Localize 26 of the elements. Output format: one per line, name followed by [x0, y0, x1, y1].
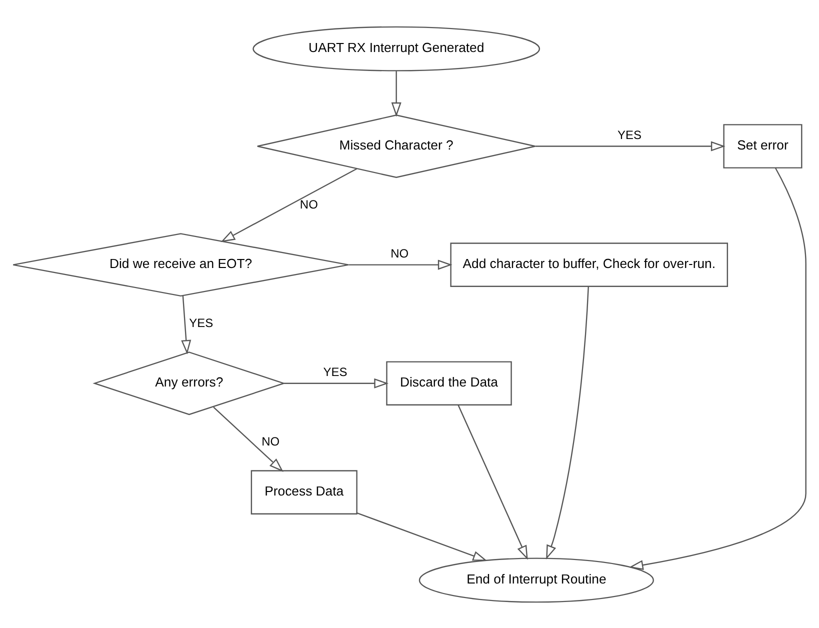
- node-box: Set error: [723, 124, 802, 168]
- arrow: [284, 378, 389, 388]
- edge-label: YES: [323, 364, 348, 379]
- node-box: Discard the Data: [386, 360, 512, 405]
- node-box: Process Data: [250, 470, 358, 514]
- arrow: [348, 259, 452, 270]
- edge-label: NO: [262, 434, 280, 448]
- arrow: [458, 404, 528, 560]
- node-diamond: Any errors?: [92, 351, 286, 415]
- arrow: [546, 286, 589, 560]
- node-box: Add character to buffer, Check for over-run.: [450, 242, 728, 286]
- node-diamond: Missed Character ?: [256, 114, 536, 178]
- edge-label: NO: [300, 197, 318, 212]
- edge-label: NO: [390, 246, 409, 260]
- arrow: [628, 167, 806, 570]
- edge-label: YES: [189, 316, 214, 330]
- edge-label: YES: [618, 128, 642, 142]
- arrow: [535, 140, 726, 151]
- node-ellipse: UART RX Interrupt Generated: [252, 26, 540, 71]
- node-ellipse: End of Interrupt Routine: [418, 557, 654, 602]
- arrow: [220, 168, 358, 242]
- arrow: [391, 70, 402, 116]
- arrow: [213, 406, 284, 472]
- arrow: [181, 295, 192, 354]
- arrow: [356, 512, 488, 560]
- node-diamond: Did we receive an EOT?: [12, 232, 350, 296]
